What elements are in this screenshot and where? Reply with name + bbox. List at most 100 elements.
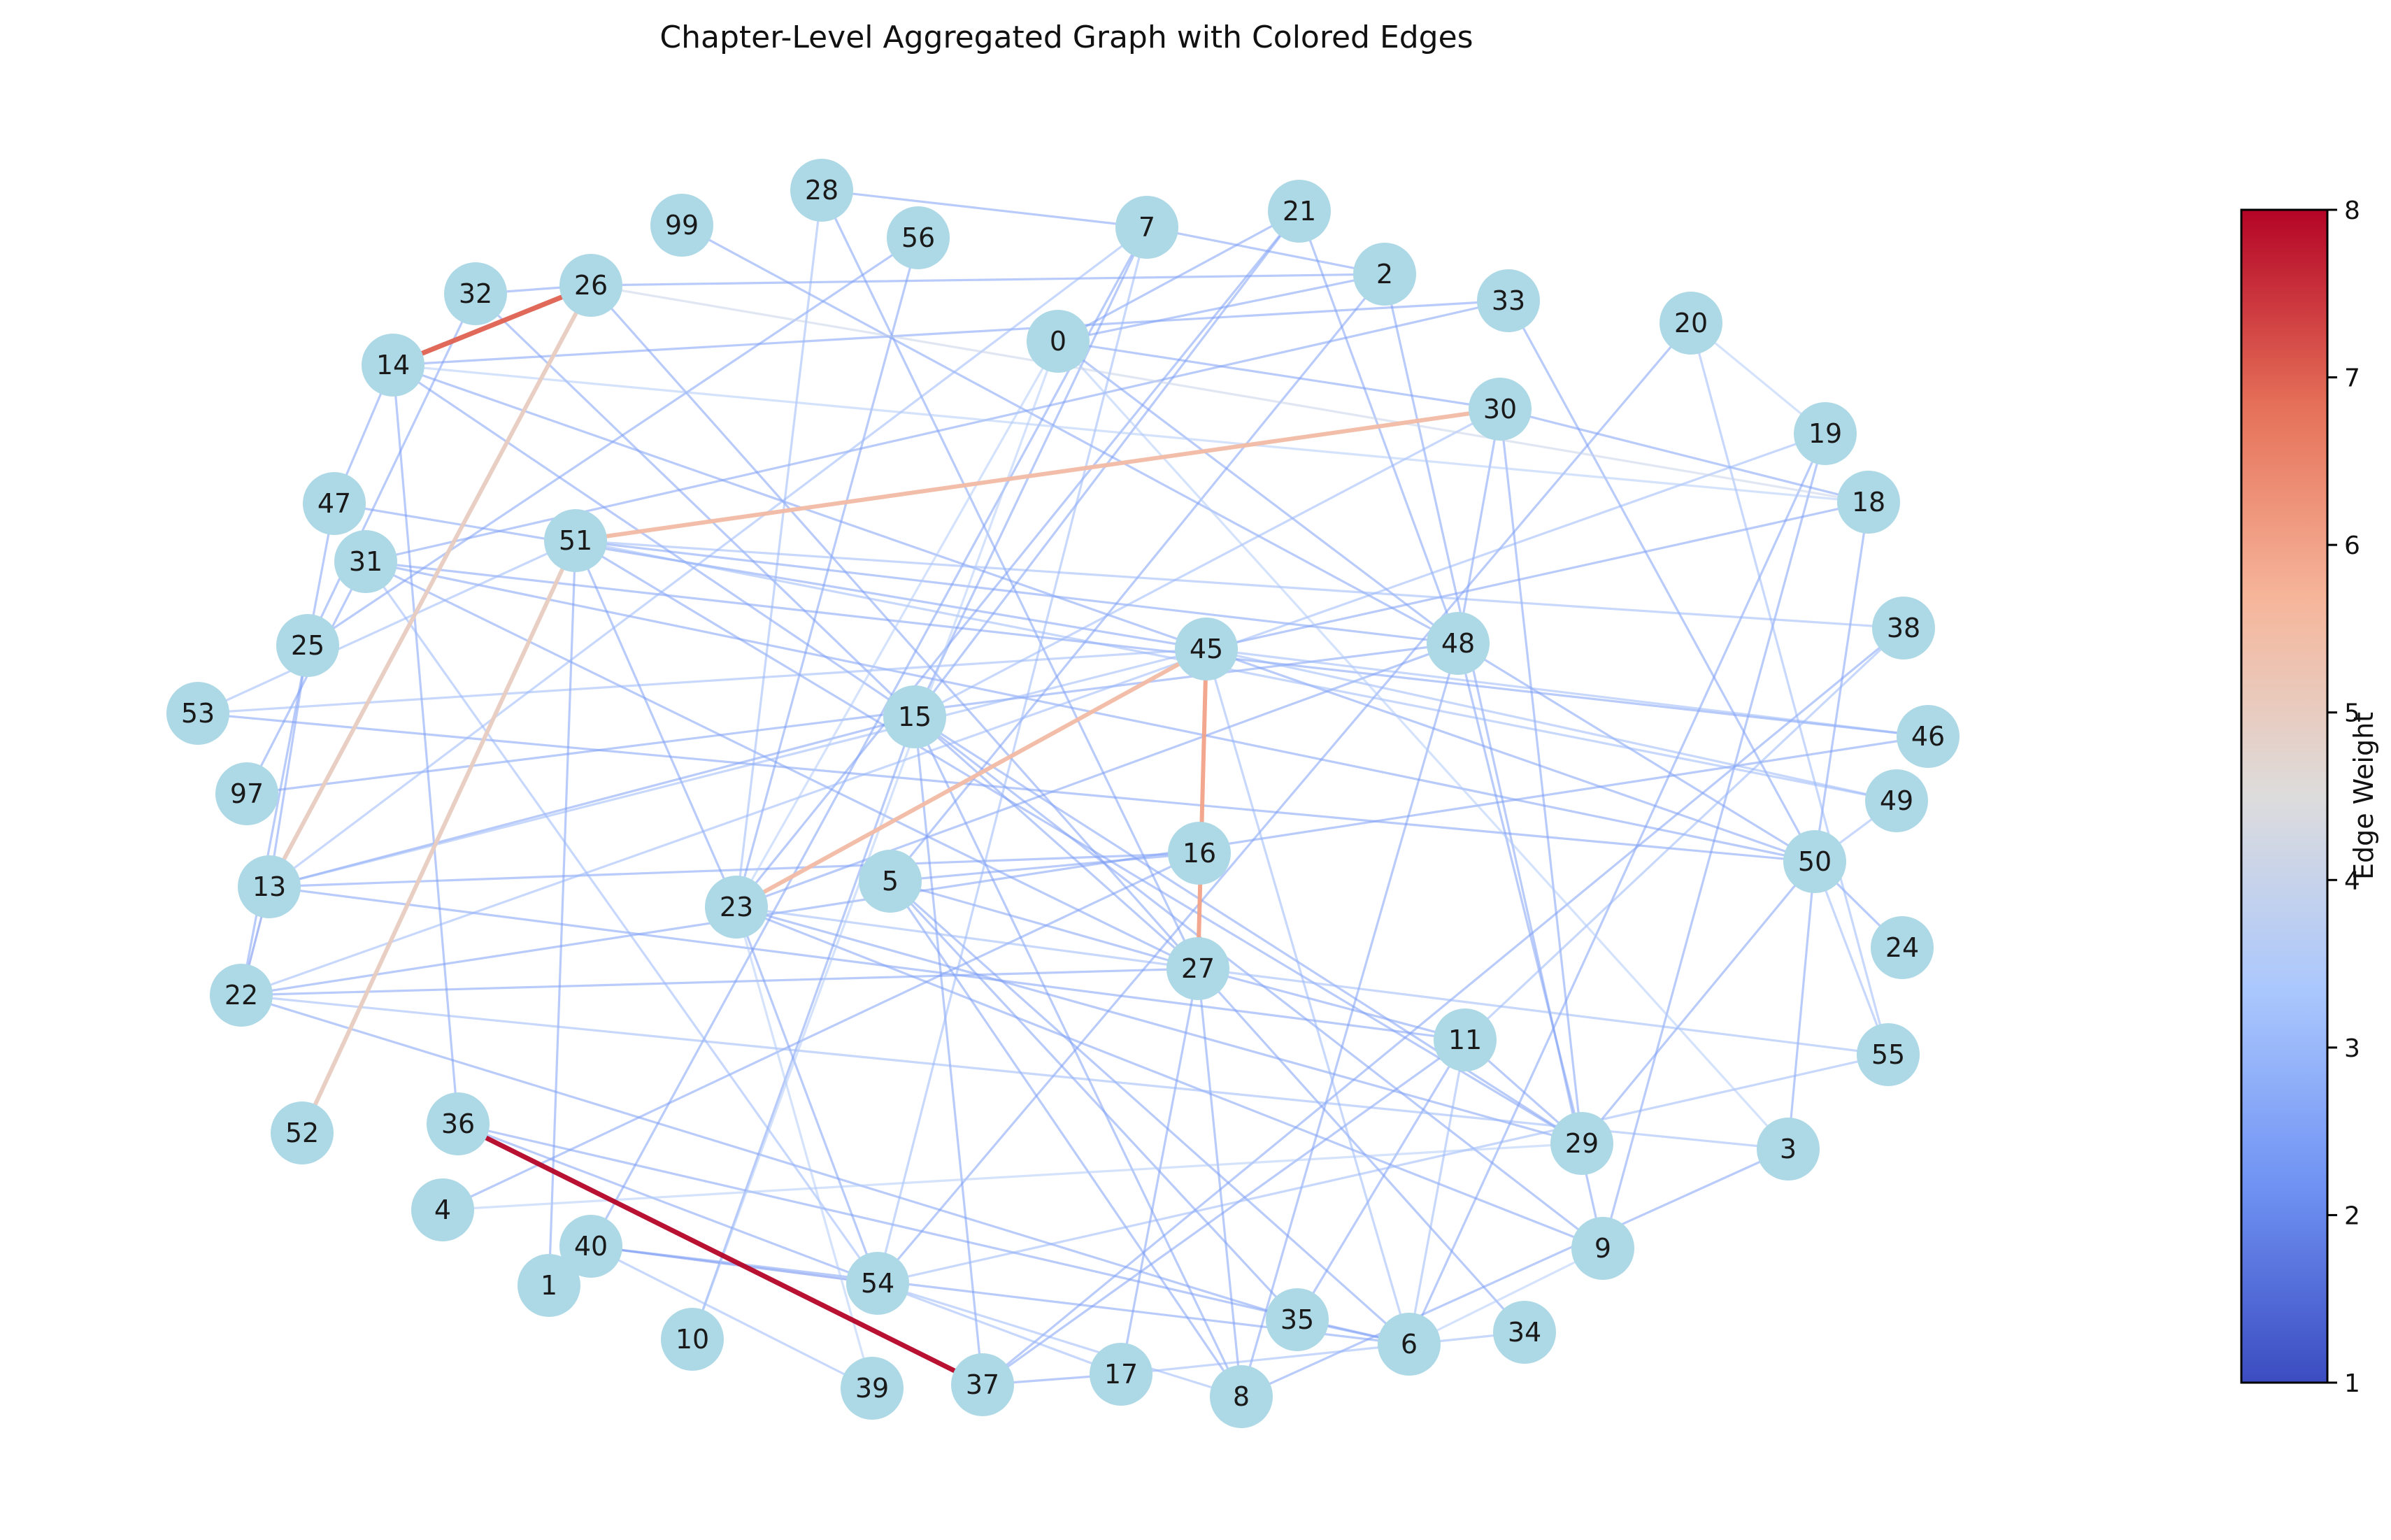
node-circle bbox=[1571, 1217, 1634, 1280]
node-36: 36 bbox=[427, 1092, 490, 1155]
node-circle bbox=[271, 1101, 334, 1164]
node-circle bbox=[1897, 705, 1960, 768]
edge-5-27 bbox=[889, 880, 1199, 970]
edge-20-54 bbox=[876, 322, 1692, 1285]
node-circle bbox=[1090, 1343, 1152, 1406]
node-circle bbox=[1837, 471, 1900, 534]
node-label: 18 bbox=[1852, 487, 1885, 518]
edge-14-26 bbox=[390, 283, 594, 368]
node-circle bbox=[841, 1357, 904, 1420]
edge-97-48 bbox=[245, 642, 1459, 795]
node-label: 51 bbox=[559, 525, 592, 556]
edge-15-27 bbox=[913, 715, 1199, 970]
node-label: 47 bbox=[317, 488, 351, 519]
node-label: 1 bbox=[541, 1270, 557, 1301]
colorbar-tick-label: 5 bbox=[2344, 699, 2360, 728]
node-19: 19 bbox=[1794, 402, 1857, 465]
node-circle bbox=[544, 509, 607, 572]
node-circle bbox=[1469, 378, 1532, 441]
node-circle bbox=[559, 1215, 622, 1278]
edge-15-29 bbox=[913, 715, 1583, 1145]
colorbar-tick-label: 1 bbox=[2344, 1369, 2360, 1398]
edge-15-37 bbox=[913, 715, 984, 1386]
edge-21-23 bbox=[735, 210, 1301, 908]
node-56: 56 bbox=[887, 206, 950, 269]
node-circle bbox=[559, 254, 622, 317]
node-circle bbox=[1027, 310, 1090, 373]
node-label: 34 bbox=[1508, 1317, 1541, 1348]
node-24: 24 bbox=[1871, 916, 1934, 979]
node-label: 3 bbox=[1780, 1134, 1797, 1164]
node-circle bbox=[1353, 243, 1416, 306]
node-circle bbox=[1210, 1365, 1273, 1428]
node-51: 51 bbox=[544, 509, 607, 572]
node-circle bbox=[883, 685, 946, 748]
edge-48-23 bbox=[735, 642, 1459, 908]
node-label: 55 bbox=[1871, 1039, 1905, 1070]
node-label: 6 bbox=[1401, 1329, 1418, 1360]
edge-48-29 bbox=[1457, 642, 1583, 1145]
node-55: 55 bbox=[1857, 1023, 1920, 1086]
edge-30-15 bbox=[913, 408, 1501, 718]
edge-32-25 bbox=[306, 292, 477, 647]
node-label: 25 bbox=[291, 630, 324, 661]
edge-22-3 bbox=[240, 994, 1790, 1150]
node-30: 30 bbox=[1469, 378, 1532, 441]
edge-3-8 bbox=[1240, 1148, 1790, 1398]
node-49: 49 bbox=[1865, 769, 1928, 832]
edge-13-11 bbox=[268, 885, 1466, 1041]
edge-19-22 bbox=[240, 432, 1827, 997]
node-circle bbox=[210, 964, 273, 1027]
node-25: 25 bbox=[276, 614, 339, 677]
node-circle bbox=[951, 1353, 1014, 1416]
node-28: 28 bbox=[790, 159, 853, 222]
node-circle bbox=[1493, 1301, 1556, 1364]
edge-14-50 bbox=[392, 364, 1816, 863]
edge-51-49 bbox=[574, 539, 1898, 802]
edge-11-35 bbox=[1296, 1039, 1466, 1321]
node-11: 11 bbox=[1434, 1008, 1497, 1071]
node-99: 99 bbox=[650, 194, 713, 257]
edge-50-29 bbox=[1580, 860, 1816, 1145]
node-label: 97 bbox=[230, 778, 264, 809]
node-20: 20 bbox=[1660, 292, 1722, 355]
node-circle bbox=[334, 530, 397, 593]
node-2: 2 bbox=[1353, 243, 1416, 306]
node-circle bbox=[1871, 916, 1934, 979]
edge-31-46 bbox=[364, 560, 1929, 738]
node-9: 9 bbox=[1571, 1217, 1634, 1280]
node-32: 32 bbox=[444, 262, 507, 325]
edge-14-18 bbox=[392, 364, 1870, 504]
colorbar-tick-label: 2 bbox=[2344, 1202, 2360, 1230]
edge-30-48 bbox=[1457, 408, 1501, 645]
node-label: 35 bbox=[1280, 1304, 1314, 1335]
node-17: 17 bbox=[1090, 1343, 1152, 1406]
node-label: 8 bbox=[1233, 1381, 1250, 1412]
node-circle bbox=[1266, 1288, 1329, 1351]
edge-0-23 bbox=[735, 340, 1059, 908]
edge-45-46 bbox=[1205, 648, 1929, 738]
node-circle bbox=[1115, 196, 1178, 259]
edge-31-54 bbox=[364, 560, 879, 1285]
node-label: 17 bbox=[1104, 1359, 1138, 1390]
node-label: 26 bbox=[574, 270, 608, 301]
node-circle bbox=[887, 206, 950, 269]
edge-18-50 bbox=[1813, 501, 1870, 863]
edge-26-18 bbox=[590, 284, 1870, 504]
edge-0-3 bbox=[1057, 340, 1790, 1150]
edge-53-51 bbox=[197, 539, 577, 715]
node-circle bbox=[1865, 769, 1928, 832]
edge-13-26 bbox=[267, 283, 593, 889]
node-8: 8 bbox=[1210, 1365, 1273, 1428]
colorbar-tick-label: 8 bbox=[2344, 197, 2360, 225]
node-circle bbox=[362, 334, 424, 397]
node-label: 20 bbox=[1674, 308, 1708, 338]
edge-45-13 bbox=[268, 648, 1208, 888]
node-circle bbox=[276, 614, 339, 677]
node-circle bbox=[215, 762, 278, 825]
node-label: 4 bbox=[434, 1195, 451, 1225]
edge-31-27 bbox=[364, 560, 1199, 970]
